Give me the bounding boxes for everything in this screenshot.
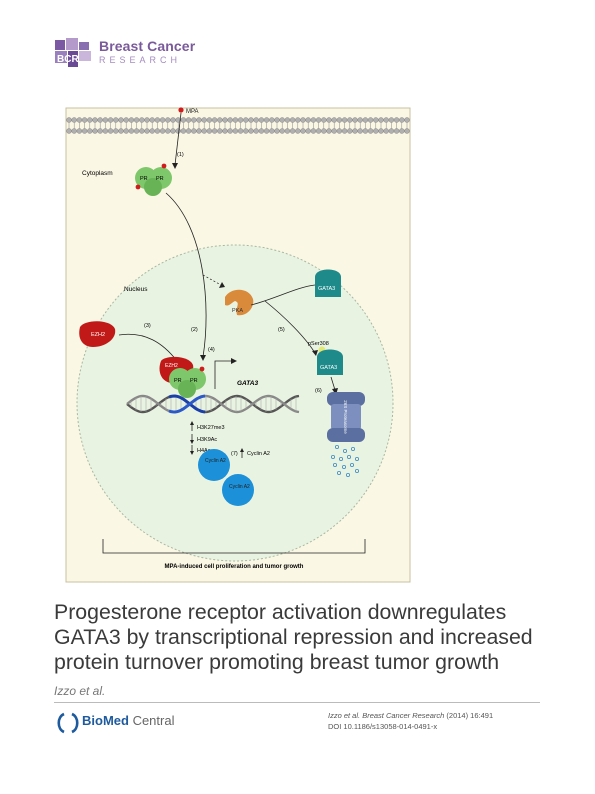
svg-text:EZH2: EZH2 (91, 332, 105, 338)
dna-helix (126, 394, 300, 414)
nucleus-label: Nucleus (124, 286, 148, 293)
publisher-logo: BioMed Central (82, 713, 175, 728)
svg-text:pSer308: pSer308 (308, 341, 329, 347)
step-3: (3) (144, 323, 151, 329)
mpa-molecule (178, 107, 184, 113)
cyclin-a2-upregulation: Cyclin A2 Cyclin A2 (7) Cyclin A2 (198, 448, 270, 506)
step-1: (1) (177, 152, 184, 158)
svg-text:H3K9Ac: H3K9Ac (197, 437, 217, 443)
pka-kinase: PKA (225, 289, 254, 316)
outcome-label: MPA-induced cell proliferation and tumor… (165, 564, 304, 570)
histone-marks: H3K27me3 H3K9Ac H4Ac (190, 421, 225, 455)
svg-text:Cyclin A2: Cyclin A2 (229, 484, 250, 490)
svg-text:GATA3: GATA3 (320, 365, 337, 371)
svg-text:26S Proteasome: 26S Proteasome (343, 400, 348, 434)
svg-text:GATA3: GATA3 (318, 286, 335, 292)
journal-badge: BCR (57, 54, 79, 65)
pr-dimer-cytoplasm: PR PR (135, 163, 172, 196)
ezh2-protein: EZH2 (79, 321, 116, 347)
svg-text:PR: PR (174, 378, 182, 384)
svg-text:(7): (7) (231, 451, 238, 457)
svg-text:Cyclin A2: Cyclin A2 (205, 458, 226, 464)
proteasome: 26S Proteasome (327, 392, 365, 442)
journal-subtitle: RESEARCH (99, 55, 182, 65)
gata3-phosphorylated: pSer308 GATA3 (308, 341, 343, 375)
cell-membrane (66, 117, 410, 134)
svg-text:EZH2: EZH2 (165, 363, 178, 369)
cytoplasm-label: Cytoplasm (82, 170, 113, 177)
article-title: Progesterone receptor activation downreg… (54, 600, 533, 674)
journal-name: Breast Cancer (99, 38, 196, 54)
svg-text:PR: PR (156, 176, 164, 182)
svg-text:PR: PR (190, 378, 198, 384)
biomed-central-icon (57, 712, 79, 734)
svg-text:H4Ac: H4Ac (197, 448, 211, 454)
ezh2-pr-complex: EZH2 PR PR (159, 356, 206, 398)
gata3-protein: GATA3 (315, 269, 341, 297)
svg-text:H3K27me3: H3K27me3 (197, 425, 225, 431)
doi: DOI 10.1186/s13058-014-0491-x (328, 722, 438, 731)
step-4: (4) (208, 347, 215, 353)
step-5: (5) (278, 327, 285, 333)
gene-label: GATA3 (237, 380, 258, 387)
step-2: (2) (191, 327, 198, 333)
svg-text:PR: PR (140, 176, 148, 182)
mpa-label: MPA (186, 109, 199, 115)
svg-text:PKA: PKA (232, 308, 243, 314)
divider (54, 702, 540, 703)
peptide-fragments (330, 444, 359, 477)
svg-text:Cyclin A2: Cyclin A2 (247, 451, 270, 457)
article-authors: Izzo et al. (54, 684, 106, 698)
citation: Izzo et al. Breast Cancer Research (2014… (328, 711, 494, 720)
step-6: (6) (315, 388, 322, 394)
pathway-figure: MPA (1) Cytoplasm PR PR (2) Nucleus PKA … (65, 107, 411, 583)
journal-logo-icon: BCR (55, 38, 91, 67)
nucleus (76, 244, 394, 562)
